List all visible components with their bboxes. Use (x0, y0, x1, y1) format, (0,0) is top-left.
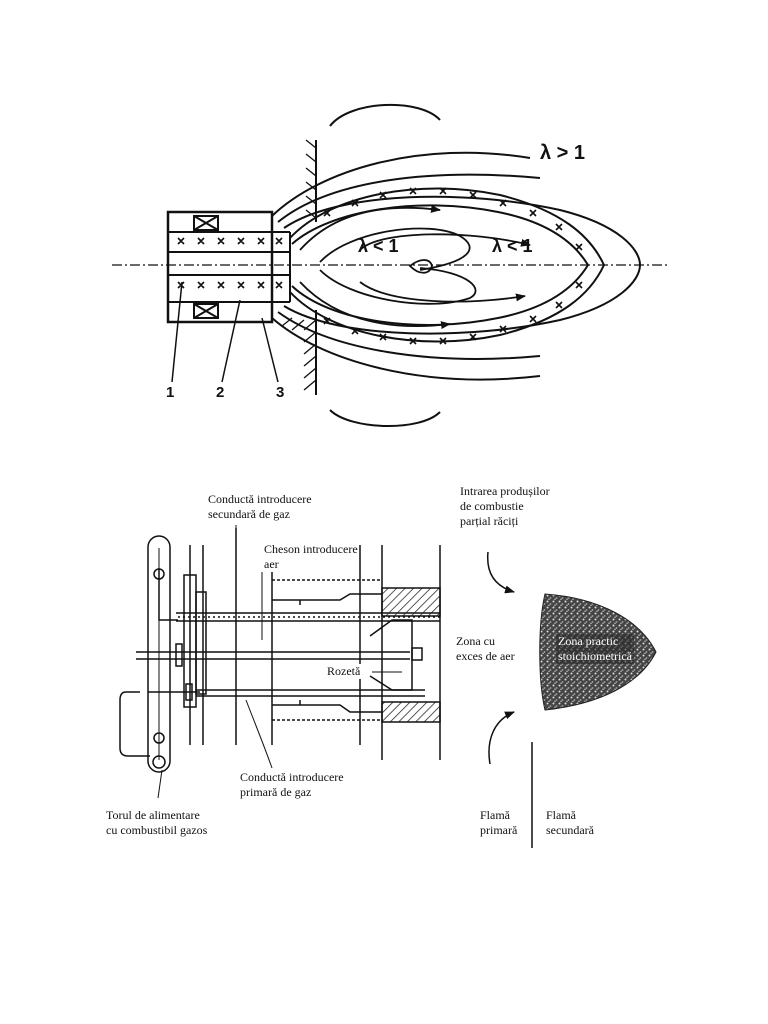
lambda-inner-right-label: λ < 1 (492, 236, 533, 256)
lambda-inner-left-label: λ < 1 (358, 236, 399, 256)
lambda-outer-label: λ > 1 (540, 142, 586, 164)
flue-gas-arrows (486, 551, 515, 765)
callout-3: 3 (276, 384, 285, 401)
label-leaders (157, 525, 402, 799)
callout-leaders (171, 281, 279, 383)
secondary-flame-label: Flamă secundară (546, 808, 594, 837)
callout-1: 1 (166, 384, 175, 401)
rosette-label: Rozetă (326, 664, 362, 679)
excess-air-zone-label: Zona cu exces de aer (456, 634, 515, 663)
primary-flame-label: Flamă primară (480, 808, 518, 837)
burner-tube (166, 210, 291, 324)
air-box-label: Cheson introducere aer (264, 542, 358, 572)
furnace-wall (281, 139, 317, 395)
callout-2: 2 (216, 384, 225, 401)
primary-gas-pipe-label: Conductă introducere primară de gaz (240, 770, 344, 799)
supply-torus-label: Torul de alimentare cu combustibil gazos (106, 808, 208, 837)
stoich-zone-label: Zona practic stoichiometrică (556, 634, 634, 664)
supply-torus (119, 535, 200, 773)
bottom-burner-diagram (119, 525, 657, 848)
inner-flow-arrows (299, 204, 531, 330)
secondary-gas-pipe-label: Conductă introducere secundară de gaz (208, 492, 312, 521)
primary-gas-pipe (136, 643, 425, 701)
flue-gas-inlet-label: Intrarea produșilor de combustie parțial… (460, 484, 550, 528)
top-flame-diagram (112, 104, 668, 427)
mounting-plate (183, 528, 237, 745)
